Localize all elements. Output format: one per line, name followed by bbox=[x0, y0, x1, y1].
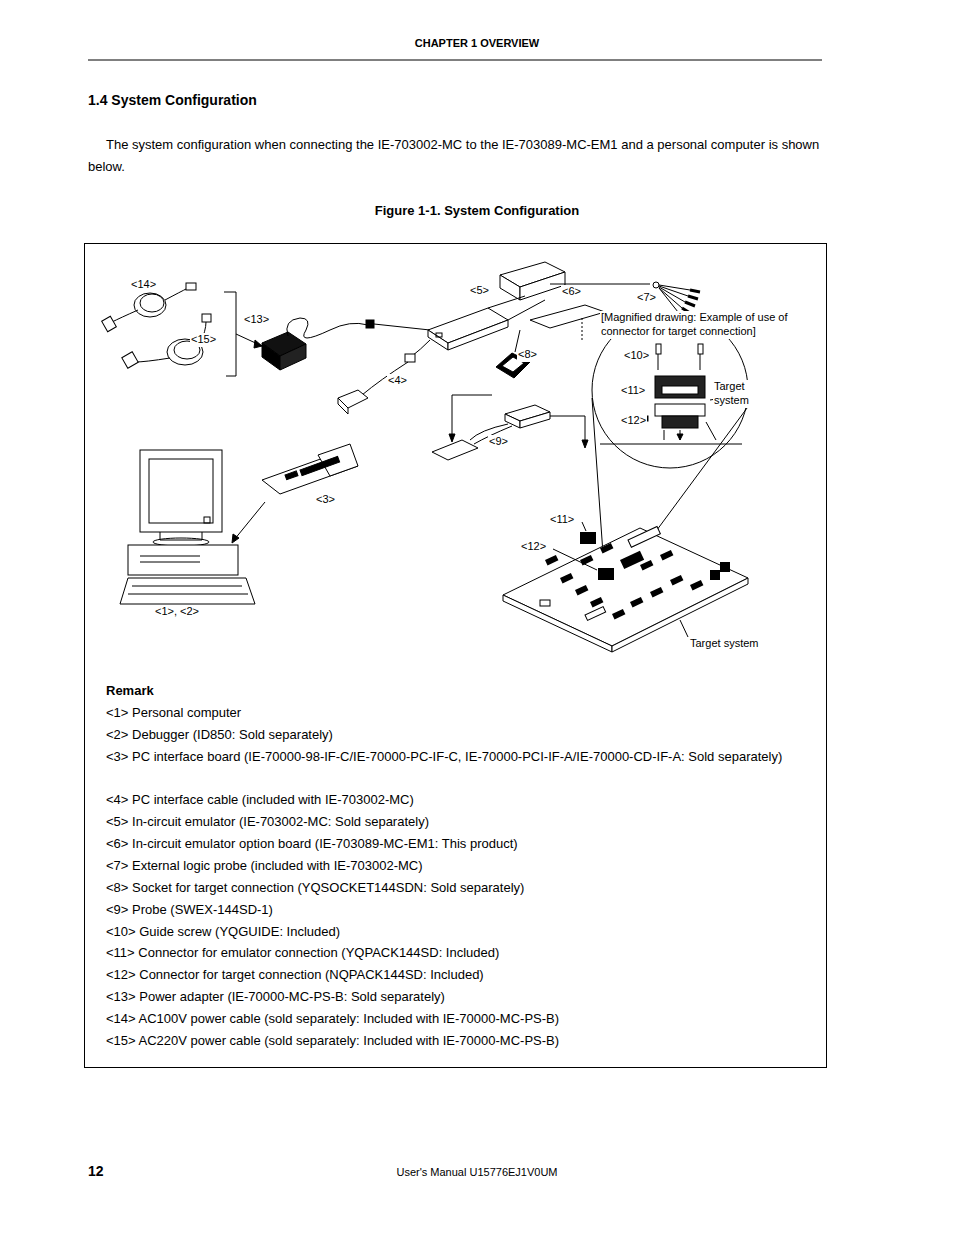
footer-text: User's Manual U15776EJ1V0UM bbox=[0, 1166, 954, 1180]
callout-number: <15> bbox=[190, 333, 217, 347]
callout-number: <5> bbox=[469, 284, 490, 298]
remark-item: <3> PC interface board (IE-70000-98-IF-C… bbox=[106, 746, 832, 767]
remark-item: <10> Guide screw (YQGUIDE: Included) bbox=[106, 921, 832, 942]
callout-number: <11> bbox=[620, 384, 646, 398]
figure-title: Figure 1-1. System Configuration bbox=[0, 203, 954, 219]
header-rule bbox=[88, 60, 822, 61]
remark-item: <2> Debugger (ID850: Sold separately) bbox=[106, 724, 832, 745]
remark-item: <11> Connector for emulator connection (… bbox=[106, 942, 832, 963]
remark-item: <7> External logic probe (included with … bbox=[106, 855, 832, 876]
target-label: Target system bbox=[689, 637, 759, 651]
body-paragraph: The system configuration when connecting… bbox=[88, 134, 828, 178]
callout-number: <1>, <2> bbox=[154, 605, 200, 619]
remark-item: <14> AC100V power cable (sold separately… bbox=[106, 1008, 832, 1029]
remark-item: <9> Probe (SWEX-144SD-1) bbox=[106, 899, 832, 920]
callout-number: <13> bbox=[243, 313, 270, 327]
remark-item: <1> Personal computer bbox=[106, 702, 832, 723]
callout-number: <9> bbox=[488, 435, 509, 449]
section-heading: 1.4 System Configuration bbox=[88, 92, 257, 110]
remark-item: <8> Socket for target connection (YQSOCK… bbox=[106, 877, 832, 898]
callout-number: <7> bbox=[636, 291, 657, 305]
callout-number: <3> bbox=[315, 493, 336, 507]
callout-number: <4> bbox=[387, 374, 408, 388]
remark-item: <12> Connector for target connection (NQ… bbox=[106, 964, 832, 985]
callout-number: <10> bbox=[623, 349, 650, 363]
magnified-note: [Magnified drawing: Example of use of co… bbox=[600, 311, 807, 339]
remark-item: <5> In-circuit emulator (IE-703002-MC: S… bbox=[106, 811, 832, 832]
callout-number: <8> bbox=[517, 348, 538, 362]
remark-item: <13> Power adapter (IE-70000-MC-PS-B: So… bbox=[106, 986, 832, 1007]
chapter-header: CHAPTER 1 OVERVIEW bbox=[0, 37, 954, 51]
remark-item: <15> AC220V power cable (sold separately… bbox=[106, 1030, 832, 1051]
remark-heading: Remark bbox=[106, 680, 796, 701]
figure-frame: Remark<1> Personal computer<2> Debugger … bbox=[84, 243, 827, 1068]
remark-item: <4> PC interface cable (included with IE… bbox=[106, 789, 832, 810]
callout-number: <12> bbox=[620, 414, 647, 428]
callout-number: <11> bbox=[549, 513, 575, 527]
remark-item: <6> In-circuit emulator option board (IE… bbox=[106, 833, 832, 854]
callout-number: <6> bbox=[561, 285, 582, 299]
page-number: 12 bbox=[88, 1163, 104, 1181]
callout-number: <14> bbox=[130, 278, 157, 292]
callout-number: <12> bbox=[520, 540, 547, 554]
target-label: Target system bbox=[713, 380, 759, 408]
